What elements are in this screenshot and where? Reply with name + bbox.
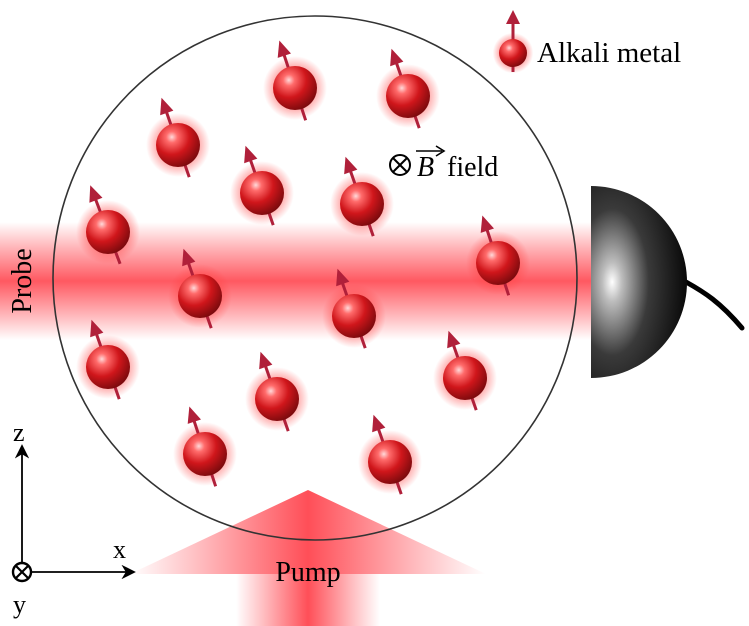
atom-11 [433, 330, 497, 411]
detector-cable [683, 279, 745, 331]
vapor-cell [52, 15, 578, 541]
probe-label: Probe [7, 248, 38, 313]
atom-6 [76, 185, 140, 265]
spin-arrow-head-icon [259, 351, 273, 370]
alkali-atoms [76, 40, 530, 495]
atom-7 [466, 215, 530, 296]
pump-label: Pump [275, 557, 340, 588]
y-axis-into-page-icon [11, 561, 33, 583]
atom-sphere [183, 432, 227, 476]
spin-arrow-head-icon [344, 156, 358, 175]
b-field-label: B field [389, 145, 498, 183]
atom-sphere [368, 440, 412, 484]
atom-10 [76, 319, 140, 400]
atom-5 [330, 156, 394, 237]
atom-sphere [156, 123, 200, 167]
atom-4 [230, 145, 294, 226]
spin-arrow-head-icon [89, 185, 103, 203]
atom-sphere [386, 74, 430, 118]
atom-9 [322, 268, 386, 349]
atom-14 [358, 414, 422, 495]
spin-arrow-head-icon [480, 215, 494, 233]
atom-sphere [332, 294, 376, 338]
atom-sphere [86, 210, 130, 254]
spin-arrow-head-icon [90, 319, 104, 338]
atom-sphere [340, 182, 384, 226]
atom-sphere [443, 356, 487, 400]
atom-1 [263, 40, 327, 121]
legend-atom-icon [492, 10, 534, 74]
atom-3 [146, 97, 210, 178]
atom-sphere [178, 274, 222, 318]
legend: Alkali metal [492, 10, 681, 74]
atom-12 [245, 351, 309, 432]
spin-arrow-head-icon [506, 10, 520, 24]
legend-atom [492, 10, 534, 74]
pump-beam [130, 490, 486, 626]
detector-head [591, 186, 687, 378]
coordinate-axes: z x y [11, 418, 136, 619]
atom-sphere [499, 39, 527, 67]
atom-13 [173, 406, 237, 487]
y-axis-label: y [13, 590, 26, 619]
legend-label: Alkali metal [537, 37, 681, 69]
spin-arrow-head-icon [336, 268, 350, 287]
atom-sphere [255, 377, 299, 421]
spin-arrow-head-icon [372, 414, 386, 433]
spin-arrow-head-icon [187, 406, 201, 424]
atom-sphere [273, 66, 317, 110]
atom-sphere [476, 241, 520, 285]
atom-2 [376, 48, 440, 129]
spin-arrow-head-icon [277, 40, 291, 58]
atom-8 [168, 248, 232, 329]
atom-sphere [86, 345, 130, 389]
b-field-text: field [447, 152, 498, 183]
spin-arrow-head-icon [244, 145, 258, 164]
spin-arrow-head-icon [182, 248, 196, 267]
atom-sphere [240, 171, 284, 215]
x-axis-label: x [113, 535, 126, 564]
photodetector [591, 186, 745, 378]
into-page-icon [389, 154, 411, 176]
spin-arrow-head-icon [447, 330, 461, 349]
z-axis-label: z [13, 418, 25, 447]
spin-arrow-head-icon [160, 97, 174, 116]
spin-arrow-head-icon [390, 48, 404, 67]
vector-arrow-icon [416, 145, 446, 157]
b-field-symbol: B [417, 152, 434, 183]
